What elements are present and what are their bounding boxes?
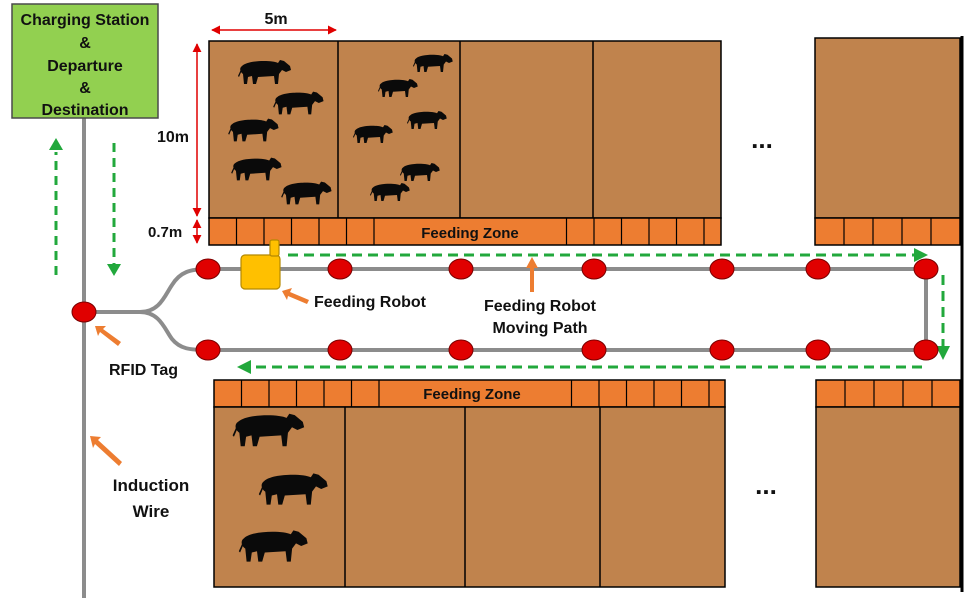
station-line-5: Destination: [41, 102, 128, 119]
station-line-2: &: [79, 35, 91, 52]
rfid-tag: [581, 258, 607, 280]
rfid-tag: [805, 339, 831, 361]
moving-path-label-line1: Feeding Robot: [484, 298, 597, 315]
top-feeding-zone: Feeding Zone: [208, 217, 961, 246]
bottom-right-pen: [815, 406, 961, 588]
top-pens: [208, 37, 961, 219]
bottom-pens: [213, 406, 961, 588]
rfid-tag: [195, 339, 221, 361]
robot-path-arrows: [237, 248, 950, 374]
path-pointer-arrow: [526, 257, 538, 292]
station-path-arrows: [49, 138, 121, 276]
top-right-feeding-zone-strip: [814, 217, 961, 246]
path-bottom-arrowhead: [237, 360, 251, 374]
induction-wire: [82, 118, 209, 598]
rfid-tag: [327, 258, 353, 280]
feeding-robot-arm: [269, 239, 280, 257]
rfid-tag: [709, 339, 735, 361]
height-dimension-label: 10m: [157, 129, 189, 146]
zone-depth-dimension-label: 0.7m: [148, 224, 182, 241]
top-continuation-ellipsis: ...: [751, 124, 773, 154]
dimension-markers: 5m 10m 0.7m: [148, 11, 337, 244]
pointer-arrows: [90, 257, 538, 466]
rfid-tag: [448, 258, 474, 280]
top-feeding-zone-label: Feeding Zone: [421, 225, 519, 242]
induction-wire-label-line1: Induction: [113, 476, 189, 495]
station-up-arrowhead: [49, 138, 63, 150]
station-down-arrowhead: [107, 264, 121, 276]
bottom-feeding-zone-label: Feeding Zone: [423, 386, 521, 403]
induction-wire-label-line2: Wire: [133, 502, 170, 521]
rfid-tag: [448, 339, 474, 361]
rfid-tag: [581, 339, 607, 361]
rfid-tags: [71, 258, 939, 361]
wire-branch-bottom: [139, 310, 209, 352]
charging-station-box: [11, 3, 159, 119]
rfid-tag: [805, 258, 831, 280]
width-dimension-label: 5m: [264, 11, 287, 28]
rfid-pointer-arrow: [95, 326, 121, 346]
feeding-robot-body: [240, 254, 281, 290]
robot-pointer-arrow: [282, 288, 309, 304]
bottom-continuation-ellipsis: ...: [755, 470, 777, 500]
bottom-right-feeding-zone-strip: [815, 379, 961, 408]
path-top-arrowhead: [914, 248, 928, 262]
bottom-feeding-zone: Feeding Zone: [213, 379, 961, 408]
moving-path-label-line2: Moving Path: [492, 320, 587, 337]
rfid-tag: [709, 258, 735, 280]
bottom-zone-label-box: [396, 381, 552, 406]
rfid-tag: [71, 301, 97, 323]
rfid-tag: [327, 339, 353, 361]
rfid-tag-label: RFID Tag: [109, 362, 178, 379]
rfid-tag: [195, 258, 221, 280]
station-line-1: Charging Station: [21, 12, 150, 29]
rfid-tag: [913, 339, 939, 361]
top-right-pen: [814, 37, 961, 219]
rfid-tag: [913, 258, 939, 280]
wire-branch-top: [84, 267, 209, 314]
bottom-pen-area: [213, 406, 726, 588]
induction-pointer-arrow: [90, 436, 122, 466]
top-zone-label-box: [392, 219, 548, 244]
station-line-4: &: [79, 80, 91, 97]
path-right-arrowhead: [936, 346, 950, 360]
feeding-robot-label: Feeding Robot: [314, 294, 427, 311]
station-line-3: Departure: [47, 58, 123, 75]
charging-station: Charging Station & Departure & Destinati…: [11, 3, 159, 119]
feeding-robot: [240, 239, 281, 290]
